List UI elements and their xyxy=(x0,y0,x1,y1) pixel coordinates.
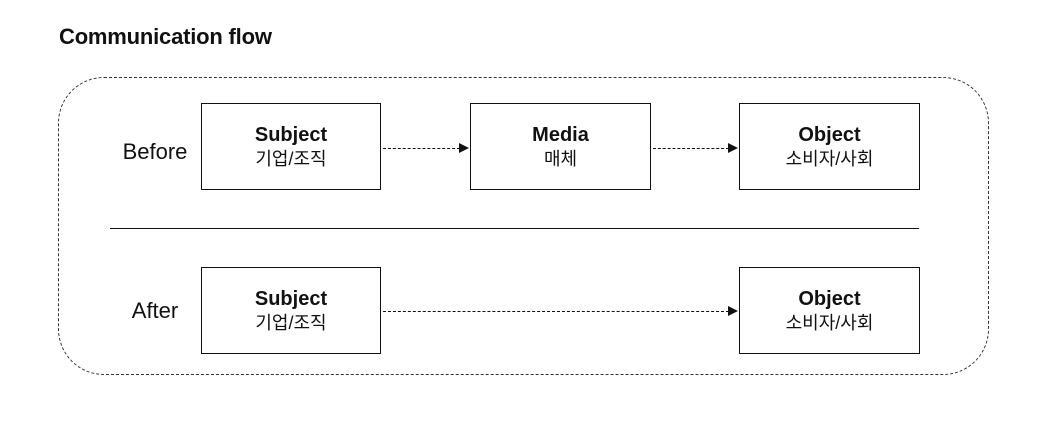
node-subtitle-object: 소비자/사회 xyxy=(785,312,874,333)
node-subtitle-subject: 기업/조직 xyxy=(255,148,327,169)
row-separator-line xyxy=(110,228,919,229)
flow-boundary-frame xyxy=(58,77,989,375)
arrow-shaft xyxy=(653,147,729,149)
node-title-subject: Subject xyxy=(254,287,328,310)
node-title-object: Object xyxy=(798,123,861,146)
node-media: Media 매체 xyxy=(470,103,651,190)
row-label-before: Before xyxy=(122,139,188,164)
node-title-object: Object xyxy=(798,287,861,310)
page-title: Communication flow xyxy=(59,24,272,49)
node-subtitle-media: 매체 xyxy=(543,148,578,169)
arrow-media-to-object xyxy=(653,142,738,154)
arrowhead-icon xyxy=(459,143,469,153)
node-object-after: Object 소비자/사회 xyxy=(739,267,920,354)
node-subject-before: Subject 기업/조직 xyxy=(201,103,381,190)
arrow-shaft xyxy=(383,147,460,149)
arrow-shaft xyxy=(383,310,729,312)
node-subtitle-subject: 기업/조직 xyxy=(255,312,327,333)
arrowhead-icon xyxy=(728,143,738,153)
row-label-after: After xyxy=(131,298,179,323)
arrowhead-icon xyxy=(728,306,738,316)
arrow-subject-to-media xyxy=(383,142,469,154)
node-object-before: Object 소비자/사회 xyxy=(739,103,920,190)
arrow-subject-to-object xyxy=(383,305,738,317)
node-subtitle-object: 소비자/사회 xyxy=(785,148,874,169)
node-subject-after: Subject 기업/조직 xyxy=(201,267,381,354)
node-title-media: Media xyxy=(532,123,589,146)
node-title-subject: Subject xyxy=(254,123,328,146)
